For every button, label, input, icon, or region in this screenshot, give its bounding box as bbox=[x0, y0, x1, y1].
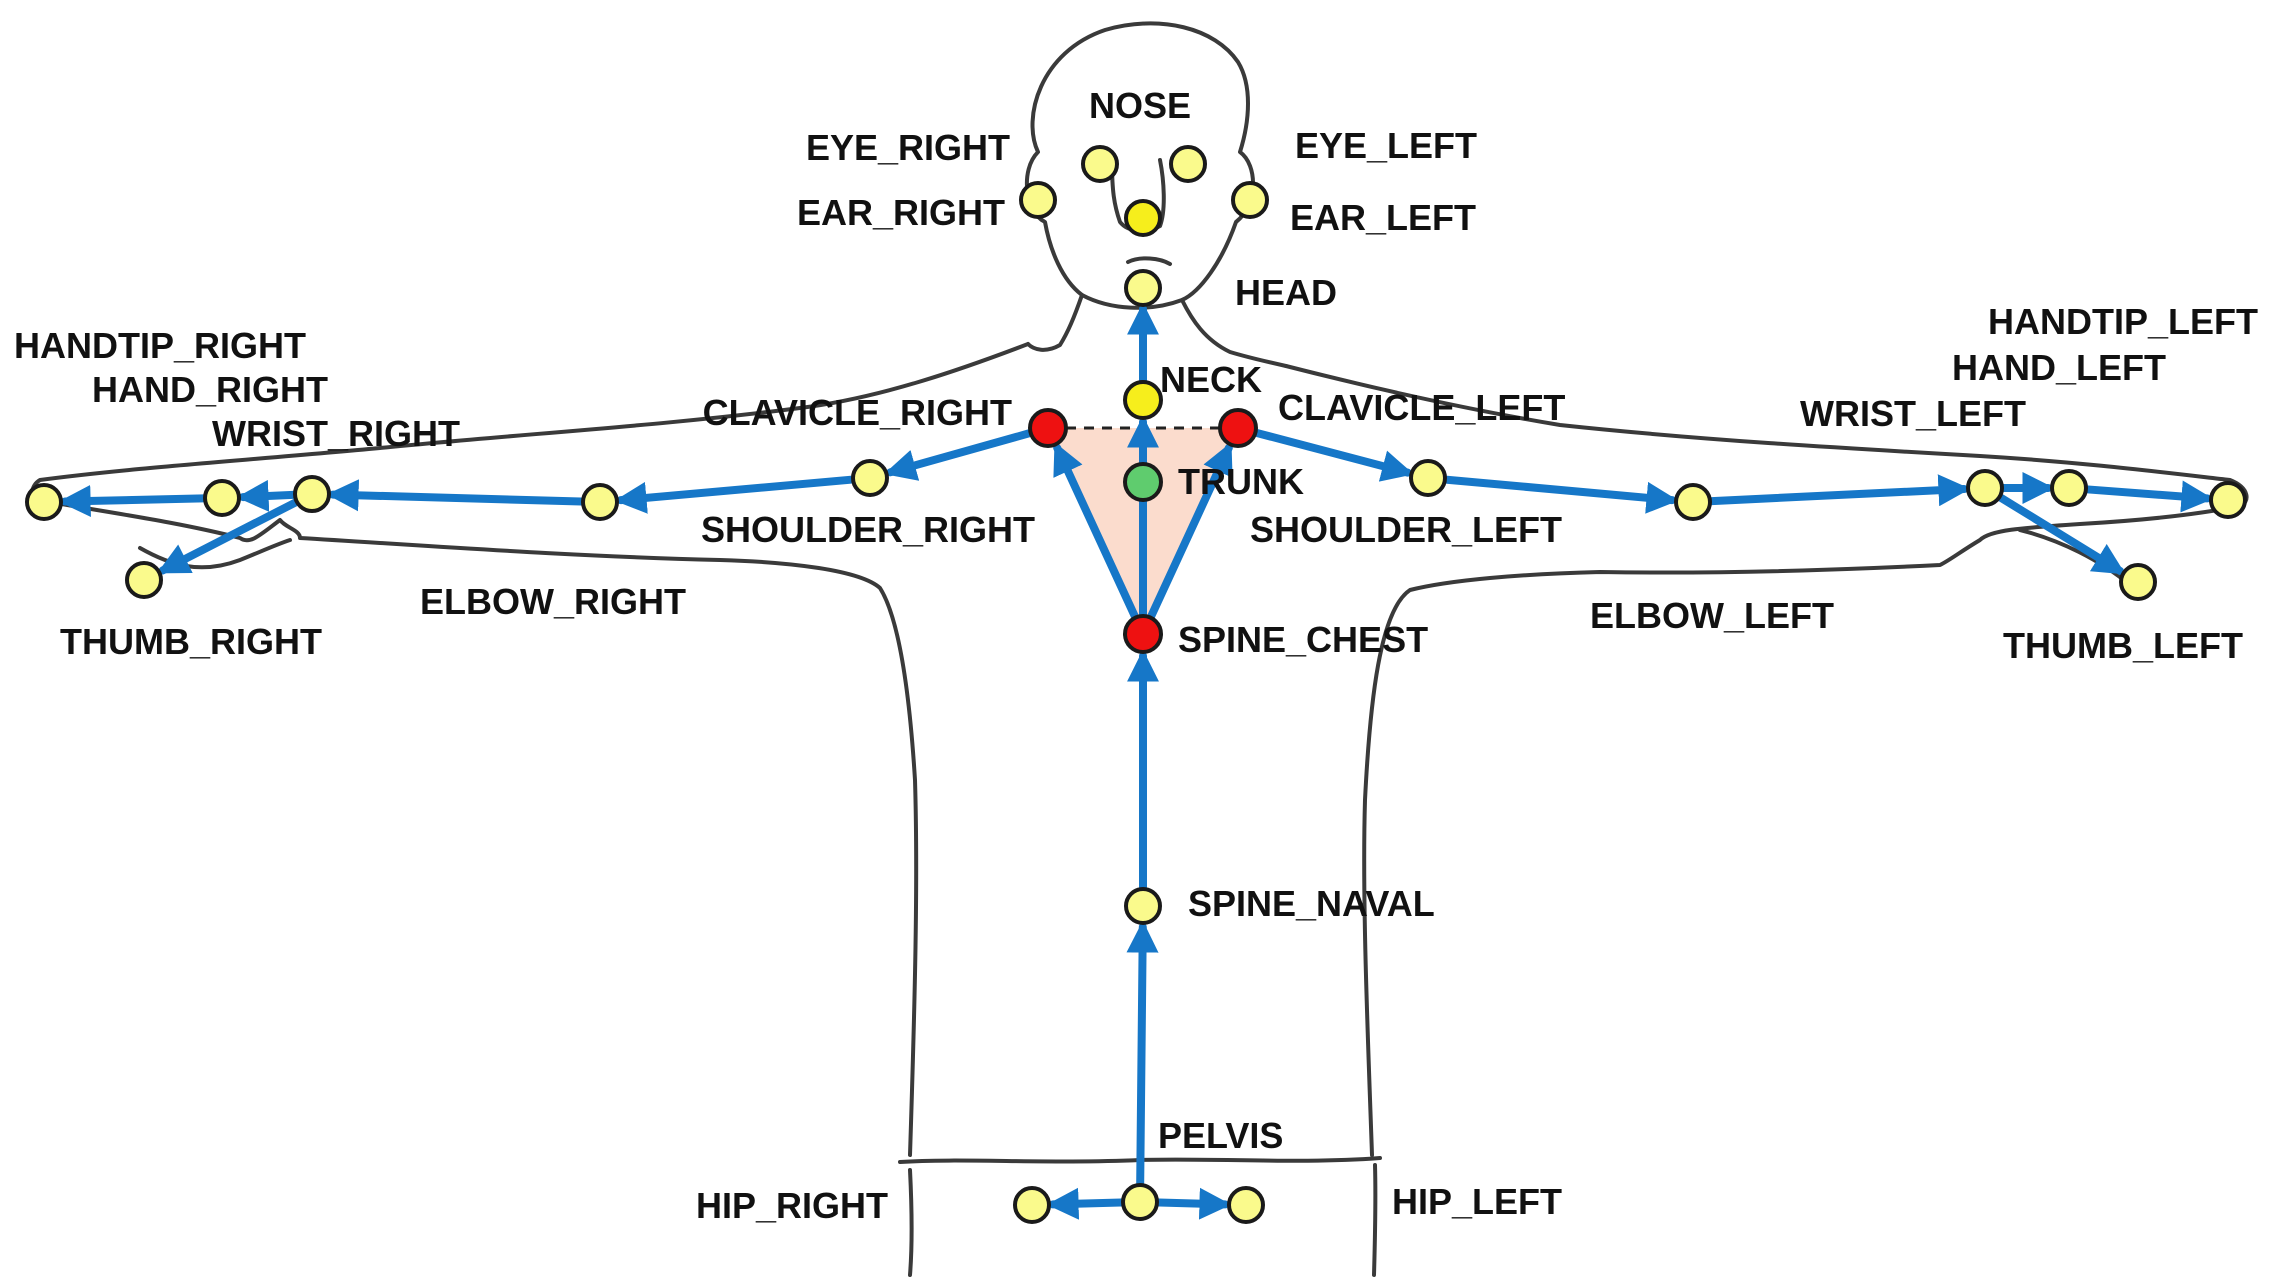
joint-label-ear-right: EAR_RIGHT bbox=[797, 192, 1005, 233]
bone-shoulder-right-to-elbow-right bbox=[614, 475, 856, 514]
joint-label-thumb-right: THUMB_RIGHT bbox=[60, 621, 322, 662]
bone-wrist-right-to-thumb-right bbox=[156, 498, 300, 575]
joint-thumb-left bbox=[2119, 563, 2157, 601]
arm-left-bottom-outline bbox=[1362, 504, 2242, 1157]
joint-pelvis bbox=[1121, 1183, 1159, 1221]
joint-ear-right bbox=[1019, 181, 1057, 219]
joint-label-wrist-left: WRIST_LEFT bbox=[1800, 393, 2026, 434]
joint-eye-left bbox=[1169, 145, 1207, 183]
bone-shoulder-left-to-elbow-left bbox=[1442, 475, 1679, 514]
joint-neck bbox=[1123, 380, 1163, 420]
joint-label-ear-left: EAR_LEFT bbox=[1290, 197, 1476, 238]
joint-label-elbow-left: ELBOW_LEFT bbox=[1590, 595, 1834, 636]
joint-label-shoulder-left: SHOULDER_LEFT bbox=[1250, 509, 1562, 550]
neck-left-outline bbox=[1026, 293, 1084, 352]
joint-shoulder-left bbox=[1409, 459, 1447, 497]
bone-elbow-left-to-wrist-left bbox=[1707, 474, 1971, 507]
arm-left-top-outline bbox=[1284, 364, 2249, 508]
bone-hand-left-to-handtip-left bbox=[2083, 480, 2214, 513]
joint-label-clavicle-right: CLAVICLE_RIGHT bbox=[703, 392, 1012, 433]
bone-hand-right-to-handtip-right bbox=[58, 484, 208, 517]
human-body-outline bbox=[30, 21, 2249, 1277]
joint-label-nose: NOSE bbox=[1089, 85, 1191, 126]
joint-nose bbox=[1124, 199, 1162, 237]
joint-label-pelvis: PELVIS bbox=[1158, 1115, 1283, 1156]
joint-hip-left bbox=[1227, 1186, 1265, 1224]
joint-clavicle-left bbox=[1218, 408, 1258, 448]
joint-eye-right bbox=[1081, 145, 1119, 183]
joint-trunk bbox=[1123, 462, 1163, 502]
joint-label-handtip-left: HANDTIP_LEFT bbox=[1988, 301, 2258, 342]
joint-label-hand-left: HAND_LEFT bbox=[1952, 347, 2166, 388]
joint-label-eye-left: EYE_LEFT bbox=[1295, 125, 1477, 166]
joint-label-head: HEAD bbox=[1235, 272, 1337, 313]
joint-thumb-right bbox=[125, 561, 163, 599]
neck-right-outline bbox=[1180, 298, 1288, 368]
joint-elbow-right bbox=[581, 483, 619, 521]
thumb-left-outline bbox=[2018, 528, 2132, 587]
joint-elbow-left bbox=[1674, 483, 1712, 521]
joint-label-thumb-left: THUMB_LEFT bbox=[2003, 625, 2243, 666]
joint-ear-left bbox=[1231, 181, 1269, 219]
joint-label-hand-right: HAND_RIGHT bbox=[92, 369, 328, 410]
bone-pelvis-to-hip-left bbox=[1154, 1187, 1232, 1220]
joint-wrist-left bbox=[1966, 469, 2004, 507]
arm-right-bottom-outline bbox=[38, 498, 919, 1157]
bone-clavicle-right-to-shoulder-right bbox=[884, 429, 1033, 481]
leg-left-outline bbox=[1372, 1163, 1378, 1277]
joint-label-handtip-right: HANDTIP_RIGHT bbox=[14, 325, 306, 366]
bone-spine-chest-to-clavicle-right bbox=[1053, 442, 1139, 620]
joint-label-elbow-right: ELBOW_RIGHT bbox=[420, 581, 686, 622]
joint-label-spine-chest: SPINE_CHEST bbox=[1178, 619, 1428, 660]
joint-handtip-left bbox=[2209, 481, 2247, 519]
joint-label-neck: NECK bbox=[1160, 359, 1262, 400]
joint-spine-chest bbox=[1123, 614, 1163, 654]
bone-spine-chest-to-clavicle-left bbox=[1147, 442, 1233, 620]
joint-label-wrist-right: WRIST_RIGHT bbox=[212, 413, 460, 454]
arm-right-top-outline bbox=[30, 342, 1030, 502]
joint-hip-right bbox=[1013, 1186, 1051, 1224]
joint-shoulder-right bbox=[851, 459, 889, 497]
joint-handtip-right bbox=[25, 483, 63, 521]
joint-label-shoulder-right: SHOULDER_RIGHT bbox=[701, 509, 1035, 550]
joint-label-spine-naval: SPINE_NAVAL bbox=[1188, 883, 1435, 924]
joint-label-clavicle-left: CLAVICLE_LEFT bbox=[1278, 387, 1565, 428]
joint-hand-right bbox=[203, 479, 241, 517]
head-outline bbox=[1024, 21, 1255, 310]
joint-head bbox=[1124, 269, 1162, 307]
head-outline-inner-jaw bbox=[1126, 256, 1172, 266]
leg-right-outline bbox=[908, 1168, 914, 1277]
joint-label-hip-right: HIP_RIGHT bbox=[696, 1185, 888, 1226]
joint-wrist-right bbox=[293, 475, 331, 513]
bone-pelvis-to-spine-naval bbox=[1126, 920, 1159, 1188]
joint-label-eye-right: EYE_RIGHT bbox=[806, 127, 1010, 168]
joint-clavicle-right bbox=[1028, 408, 1068, 448]
bone-wrist-right-to-hand-right bbox=[236, 479, 298, 512]
bone-elbow-right-to-wrist-right bbox=[326, 479, 586, 512]
joint-spine-naval bbox=[1124, 887, 1162, 925]
bone-pelvis-to-hip-right bbox=[1046, 1187, 1126, 1220]
joint-label-hip-left: HIP_LEFT bbox=[1392, 1181, 1562, 1222]
joint-hand-left bbox=[2050, 469, 2088, 507]
joint-label-trunk: TRUNK bbox=[1178, 461, 1304, 502]
bone-clavicle-left-to-shoulder-left bbox=[1253, 429, 1414, 482]
bone-wrist-left-to-thumb-left bbox=[1997, 493, 2126, 576]
